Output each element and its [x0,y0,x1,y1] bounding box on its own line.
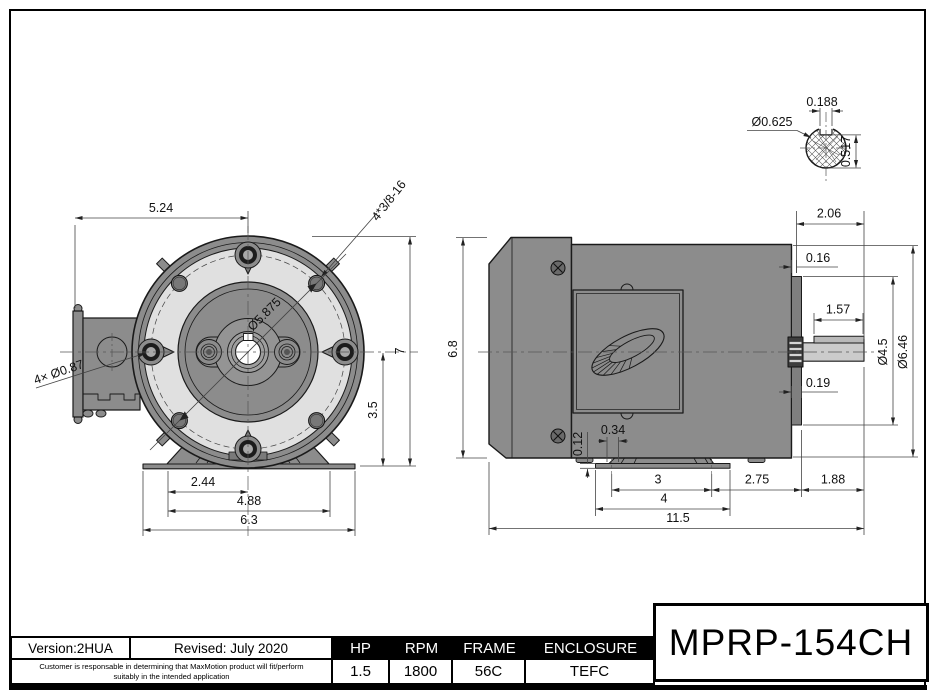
model-number-box: MPRP-154CH [653,603,929,682]
disclaimer-line2: suitably in the intended application [113,671,230,681]
spec-header-rpm: RPM [404,639,439,657]
disclaimer-cell: Customer is responsable in determining t… [10,658,333,685]
dim-label-key-flat: 0.517 [839,136,853,167]
dim-label-shaft-dia: Ø0.625 [751,115,792,129]
revised-cell: Revised: July 2020 [129,636,333,660]
revised-label: Revised: July 2020 [173,640,289,656]
dim-label-foot-bolt-spacing: 3 [655,473,662,487]
cover-screw-top [550,260,566,276]
dim-label-shaft-ext-total: 2.06 [817,207,841,221]
spec-header-hp: HP [350,639,371,657]
dim-label-foot-to-face: 2.75 [745,473,769,487]
dim-label-flange-dia: Ø6.46 [896,335,910,369]
dim-label-key-width: 0.188 [806,95,837,109]
dim-label-foot-offset: 0.34 [601,423,625,437]
dim-label-foot-bolt-to-center: 2.44 [191,475,215,489]
dim-center-height: 3.5 [366,353,386,466]
model-number: MPRP-154CH [668,621,914,663]
side-view: 6.8 2.06 0.16 1.57 [446,207,918,535]
dim-label-shaft-ext: 1.88 [821,473,845,487]
dim-width-top: 5.24 [74,201,249,308]
front-view: Ø5.875 4× Ø0.87 5.24 4*3/8-16 [32,178,418,536]
maxmotion-logo [591,328,665,376]
dim-label-overall-height: 7 [393,347,407,354]
spec-header-frame: FRAME [463,639,516,657]
spec-header-enclosure: ENCLOSURE [543,639,638,657]
nameplate [572,283,684,420]
version-label: Version:2HUA [28,640,113,656]
dim-label-face-step-top: 0.16 [806,251,830,265]
cover-screw-bottom [550,428,566,444]
dim-label-foot-length: 4 [661,492,668,506]
dim-label-base-width: 6.3 [240,513,257,527]
dim-label-width-top: 5.24 [149,201,173,215]
spec-value-row: 1.5 1800 56C TEFC [331,658,655,685]
detail-dims: Ø0.625 0.188 0.517 [747,95,861,169]
spec-value-rpm: 1800 [388,658,453,685]
disclaimer-line1: Customer is responsable in determining t… [39,661,304,671]
dim-label-key-length: 1.57 [826,303,850,317]
dim-label-foot-bolt-span: 4.88 [237,494,261,508]
dim-mount-holes: 4*3/8-16 [320,178,409,278]
dim-label-center-height: 3.5 [366,401,380,418]
dim-overall-height: 7 [312,236,416,467]
spec-value-enclosure: TEFC [524,658,655,685]
bottom-border-bar [9,684,927,690]
dim-label-overall-length: 11.5 [666,511,689,525]
dim-label-mount-holes: 4*3/8-16 [369,178,409,224]
dim-label-body-height: 6.8 [446,340,460,357]
side-dims: 6.8 2.06 0.16 1.57 [446,207,918,535]
version-cell: Version:2HUA [10,636,131,660]
shaft-detail: Ø0.625 0.188 0.517 [747,95,861,182]
dim-label-pad-thickness: 0.12 [571,432,585,456]
shaft-key [813,335,865,344]
dim-label-face-step-bottom: 0.19 [806,376,830,390]
spec-value-hp: 1.5 [331,658,390,685]
spec-header-band: HP RPM FRAME ENCLOSURE [331,636,655,660]
dim-label-rabbet-dia: Ø4.5 [876,338,890,365]
spec-value-frame: 56C [451,658,526,685]
front-bottom-dims: 2.44 4.88 6.3 [142,471,356,536]
